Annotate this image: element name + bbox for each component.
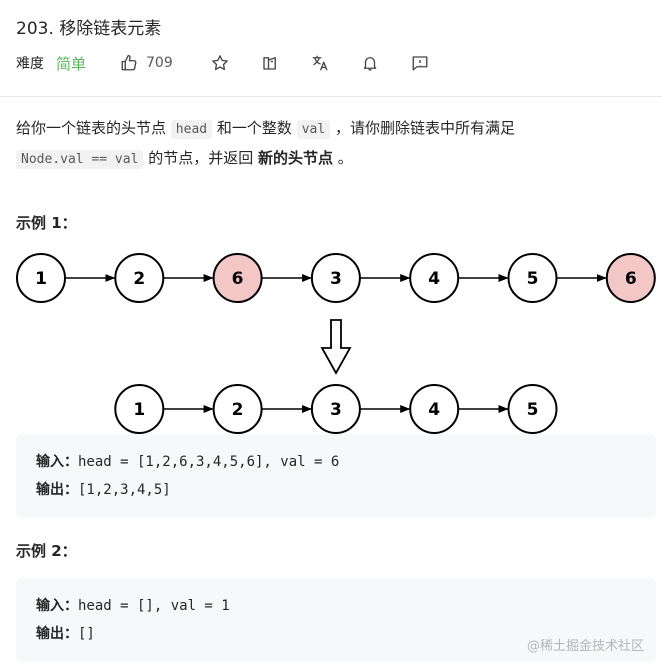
- share-button[interactable]: [261, 54, 279, 72]
- output-list-node: [409, 384, 460, 434]
- input-label: 输入：: [36, 454, 78, 470]
- input-value: head = [1,2,6,3,4,5,6], val = 6: [78, 454, 340, 470]
- code-condition: Node.val == val: [16, 150, 144, 169]
- example-2-input-line: 输入：head = [], val = 1: [36, 592, 636, 620]
- example-2-title: 示例 2：: [16, 542, 77, 560]
- favorite-button[interactable]: [211, 54, 229, 72]
- desc-text-3: ，请你删除链表中所有满足: [334, 119, 515, 137]
- problem-title: 203. 移除链表元素: [16, 19, 162, 39]
- input-list-node: [310, 253, 361, 303]
- code-head: head: [170, 120, 213, 139]
- code-val: val: [296, 120, 331, 139]
- problem-description: 给你一个链表的头节点 head 和一个整数 val ，请你删除链表中所有满足 N…: [16, 114, 646, 174]
- feedback-button[interactable]: [411, 54, 429, 72]
- input-list-node-label: 2: [133, 269, 145, 289]
- input-list-node-label: 1: [35, 269, 47, 289]
- difficulty-label: 难度: [16, 56, 44, 72]
- output-list-node: [114, 384, 165, 434]
- thumb-up-icon: [121, 54, 137, 71]
- share-icon: [263, 57, 276, 70]
- input-list-node-label: 6: [232, 269, 244, 289]
- feedback-icon: [412, 56, 428, 71]
- output-list-node: [212, 384, 263, 434]
- example-1-code-block: 输入：head = [1,2,6,3,4,5,6], val = 6 输出：[1…: [16, 434, 656, 518]
- header-divider: [0, 96, 662, 97]
- like-button[interactable]: 709: [120, 54, 173, 72]
- input-value: head = [], val = 1: [78, 598, 230, 614]
- output-list-row: 1 2 3 4 5: [114, 384, 558, 434]
- input-list-row: 1 2 6 3 4 5 6: [16, 253, 656, 303]
- output-label: 输出：: [36, 626, 78, 642]
- input-list-node-label: 5: [527, 269, 539, 289]
- transform-arrow: [320, 319, 352, 375]
- difficulty-badge: 简单: [56, 54, 87, 73]
- translate-icon: [312, 55, 328, 71]
- like-count: 709: [146, 55, 173, 71]
- desc-text-4: 的节点，并返回: [148, 149, 254, 167]
- input-list-node: [409, 253, 460, 303]
- input-list-node-removed: [212, 253, 263, 303]
- output-list-node-label: 5: [527, 400, 539, 420]
- input-list-node: [114, 253, 165, 303]
- example-1-title: 示例 1：: [16, 214, 77, 232]
- input-list-node-label: 6: [625, 269, 637, 289]
- example-2-code-block: 输入：head = [], val = 1 输出：[]: [16, 578, 656, 662]
- problem-meta-bar: 难度 简单 709: [16, 52, 429, 74]
- input-list-node-label: 4: [428, 269, 440, 289]
- output-list-node: [507, 384, 558, 434]
- input-list-node: [16, 253, 66, 303]
- notification-button[interactable]: [361, 54, 379, 72]
- output-list-node-label: 2: [232, 400, 244, 420]
- example-2-output-line: 输出：[]: [36, 620, 636, 648]
- input-label: 输入：: [36, 598, 78, 614]
- bell-icon: [363, 57, 377, 71]
- example-1-input-line: 输入：head = [1,2,6,3,4,5,6], val = 6: [36, 448, 636, 476]
- example-1-output-line: 输出：[1,2,3,4,5]: [36, 476, 636, 504]
- watermark: @稀土掘金技术社区: [526, 639, 644, 654]
- output-list-node-label: 3: [330, 400, 342, 420]
- desc-text-1: 给你一个链表的头节点: [16, 119, 167, 137]
- linked-list-diagram: 1 2 6 3 4 5 6 1 2 3 4 5: [16, 253, 656, 434]
- input-list-node: [507, 253, 558, 303]
- output-value: []: [78, 626, 95, 642]
- output-value: [1,2,3,4,5]: [78, 482, 171, 498]
- translate-button[interactable]: [311, 54, 329, 72]
- desc-text-2: 和一个整数: [216, 119, 292, 137]
- star-icon: [211, 55, 228, 71]
- output-list-node-label: 4: [428, 400, 440, 420]
- output-label: 输出：: [36, 482, 78, 498]
- input-list-node-label: 3: [330, 269, 342, 289]
- desc-text-5: 。: [337, 149, 353, 167]
- output-list-node-label: 1: [133, 400, 145, 420]
- desc-bold: 新的头节点: [257, 149, 333, 167]
- input-list-node-removed: [605, 253, 656, 303]
- output-list-node: [310, 384, 361, 434]
